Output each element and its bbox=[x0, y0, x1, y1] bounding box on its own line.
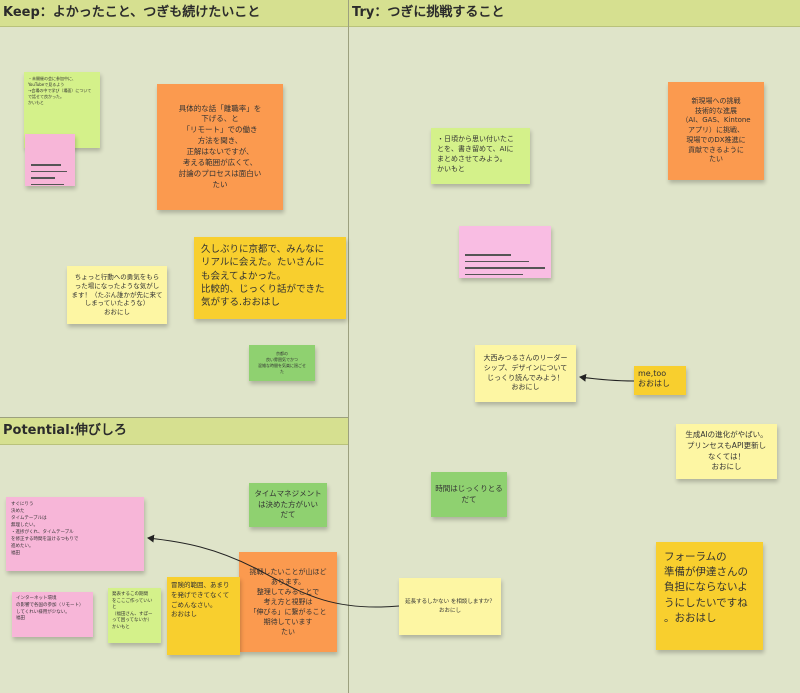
sticky-note-text: フォーラムの 準備が伊達さんの 負担にならないよ うにしたいですね 。おおはし bbox=[664, 551, 748, 624]
sticky-note-text: 久しぶりに京都で、みんなに リアルに会えた。たいさんに も会えてよかった。 比較… bbox=[201, 244, 325, 309]
sticky-note-text: 京都の 良い雰囲気でかつ 混雑な時間を気楽に過ごせ た bbox=[258, 351, 306, 374]
sticky-note-redacted[interactable] bbox=[459, 226, 551, 278]
sticky-note[interactable]: すぐにりう 決めた タイムテーブルは 無理したい。 ・進捗がくれ、タイムテーブル… bbox=[6, 497, 144, 571]
sticky-note[interactable]: 冒険的範囲、あまり を発げできてなくて ごめんなさい。 おおはし bbox=[167, 577, 240, 655]
sticky-note[interactable]: 久しぶりに京都で、みんなに リアルに会えた。たいさんに も会えてよかった。 比較… bbox=[194, 237, 346, 319]
sticky-note[interactable]: 具体的な話「離職率」を 下げる、と 「リモート」での働き 方法を聞き、 正解はな… bbox=[157, 84, 283, 210]
sticky-note-text: 発表するこの期間 をここご作っていい と （福田さん、すぼー って困ってないか）… bbox=[112, 592, 153, 630]
scribble-lines bbox=[465, 235, 545, 278]
vertical-divider bbox=[348, 0, 349, 693]
connector-arrow[interactable] bbox=[579, 373, 635, 382]
keep-section-header: Keep：よかったこと、つぎも続けたいこと bbox=[0, 0, 348, 27]
sticky-note[interactable]: ・日頃から思い付いたこ とを、書き留めて、AIに まとめさせてみよう。 かいもと bbox=[431, 128, 530, 184]
sticky-note-text: 新現場への挑戦 技術的な進展 （AI、GAS、Kintone アプリ）に挑戦、 … bbox=[681, 96, 751, 164]
sticky-note[interactable]: 発表するこの期間 をここご作っていい と （福田さん、すぼー って困ってないか）… bbox=[108, 588, 161, 643]
sticky-note-text: すぐにりう 決めた タイムテーブルは 無理したい。 ・進捗がくれ、タイムテーブル… bbox=[11, 502, 79, 556]
sticky-note[interactable]: 大西みつるさんのリーダー シップ、デザインについて じっくり読んでみよう！ おお… bbox=[475, 345, 576, 402]
scribble-lines bbox=[31, 145, 67, 186]
sticky-note-text: 時間はじっくりとる だて bbox=[435, 484, 503, 504]
sticky-note[interactable]: 延長するしかない を相談しますか？ おおにし bbox=[399, 578, 501, 635]
sticky-note[interactable]: me,too おおはし bbox=[634, 366, 686, 395]
sticky-note-text: 挑戦したいことが山ほど あります。 整理してみることで 考え方と視野は 「伸びる… bbox=[249, 567, 327, 637]
potential-section-header: Potential:伸びしろ bbox=[0, 418, 348, 445]
sticky-note-text: ちょっと行動への勇気をもら った場になったような気がし ます！（たぶん誰かが先に… bbox=[71, 273, 163, 317]
sticky-note-text: 具体的な話「離職率」を 下げる、と 「リモート」での働き 方法を聞き、 正解はな… bbox=[178, 103, 262, 189]
sticky-note[interactable]: インターネット環境 の影響で各国の参加（リモート） してくれい様用が少ない。 福… bbox=[12, 592, 93, 637]
sticky-note-text: 冒険的範囲、あまり を発げできてなくて ごめんなさい。 おおはし bbox=[171, 581, 230, 619]
sticky-note-text: 延長するしかない を相談しますか？ おおにし bbox=[405, 599, 495, 614]
sticky-note[interactable]: フォーラムの 準備が伊達さんの 負担にならないよ うにしたいですね 。おおはし bbox=[656, 542, 763, 650]
try-section-header: Try：つぎに挑戦すること bbox=[349, 0, 800, 27]
sticky-note[interactable]: 時間はじっくりとる だて bbox=[431, 472, 507, 517]
sticky-note-text: タイムマネジメント は決めた方がいい だて bbox=[254, 489, 322, 520]
sticky-note-text: 生成AIの進化がやばい。 プリンセスもAPI更新し なくては！ おおにし bbox=[685, 429, 768, 472]
sticky-note-text: インターネット環境 の影響で各国の参加（リモート） してくれい様用が少ない。 福… bbox=[16, 596, 84, 622]
sticky-note-redacted[interactable] bbox=[25, 134, 75, 186]
sticky-note-text: ・日頃から思い付いたこ とを、書き留めて、AIに まとめさせてみよう。 かいもと bbox=[437, 135, 514, 174]
sticky-note[interactable]: 京都の 良い雰囲気でかつ 混雑な時間を気楽に過ごせ た bbox=[249, 345, 315, 381]
sticky-note-text: 大西みつるさんのリーダー シップ、デザインについて じっくり読んでみよう！ おお… bbox=[483, 353, 568, 392]
sticky-note[interactable]: 新現場への挑戦 技術的な進展 （AI、GAS、Kintone アプリ）に挑戦、 … bbox=[668, 82, 764, 180]
sticky-note-text: me,too おおはし bbox=[638, 369, 670, 389]
sticky-note[interactable]: タイムマネジメント は決めた方がいい だて bbox=[249, 483, 327, 527]
sticky-note-text: ・未開催の会に参加中に、 YouTubeで見るよう →会場の中で学び（場面）につ… bbox=[28, 76, 92, 105]
sticky-note[interactable]: 生成AIの進化がやばい。 プリンセスもAPI更新し なくては！ おおにし bbox=[676, 424, 777, 479]
horizontal-divider bbox=[0, 417, 348, 418]
sticky-note[interactable]: 挑戦したいことが山ほど あります。 整理してみることで 考え方と視野は 「伸びる… bbox=[239, 552, 337, 652]
sticky-note[interactable]: ちょっと行動への勇気をもら った場になったような気がし ます！（たぶん誰かが先に… bbox=[67, 266, 167, 324]
